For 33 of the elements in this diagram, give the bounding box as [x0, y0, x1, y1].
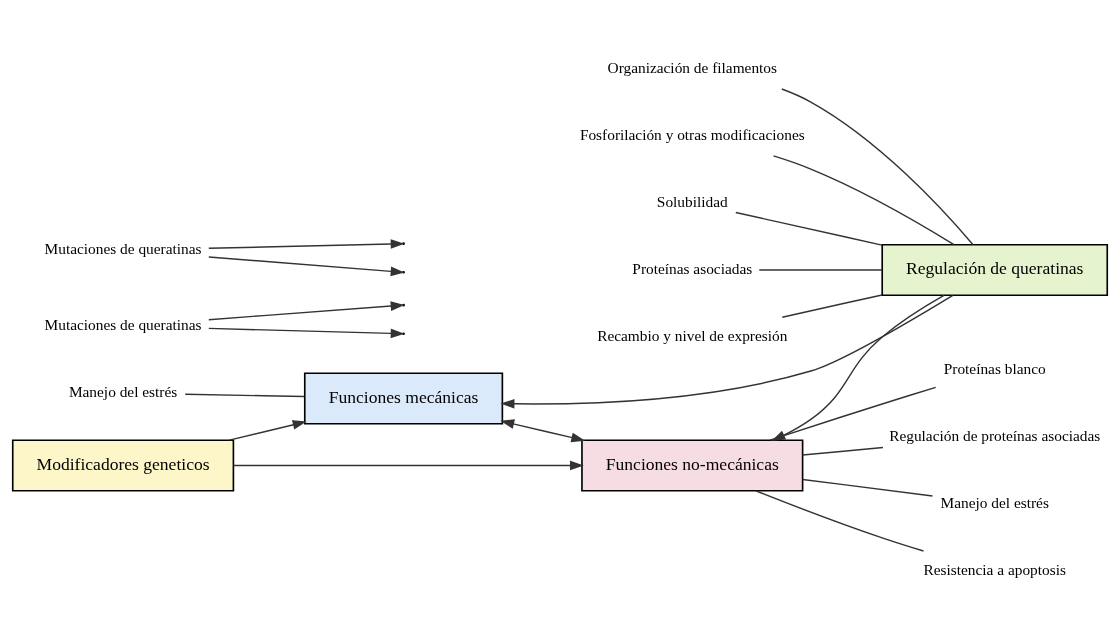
connector	[772, 154, 955, 245]
node-text: Fosforilación y otras modificaciones	[579, 125, 805, 143]
arrow	[208, 255, 405, 276]
connector	[184, 393, 306, 397]
connector	[758, 268, 883, 271]
arrow	[500, 418, 586, 442]
node-text: Proteínas blanco	[943, 359, 1046, 377]
node-text: Manejo del estrés	[940, 493, 1049, 511]
node-text: Regulación de proteínas asociadas	[889, 426, 1101, 444]
node-text: Organización de filamentos	[607, 58, 778, 76]
connector	[755, 489, 925, 552]
arrow	[232, 460, 584, 470]
connector	[735, 211, 883, 246]
node-text: Proteínas asociadas	[632, 259, 753, 277]
node-box: Regulación de queratinas	[881, 243, 1109, 296]
arrow	[208, 238, 405, 249]
arrow	[500, 294, 954, 409]
node-text: Mutaciones de queratinas	[44, 239, 202, 257]
arrow	[208, 327, 405, 338]
connector	[801, 446, 884, 456]
arrow	[228, 419, 307, 441]
node-text: Recambio y nivel de expresión	[597, 326, 788, 344]
connector	[801, 478, 934, 497]
node-box: Modificadores geneticos	[11, 438, 235, 492]
node-text: Manejo del estrés	[68, 382, 178, 400]
node-box: Funciones no-mecánicas	[581, 438, 804, 492]
connector	[781, 87, 974, 245]
node-box: Funciones mecánicas	[303, 371, 504, 425]
connector	[781, 293, 883, 318]
node-text: Mutaciones de queratinas	[44, 315, 202, 333]
node-text: Solubilidad	[656, 192, 728, 210]
arrow	[208, 300, 405, 320]
node-text: Resistencia a apoptosis	[923, 560, 1066, 578]
